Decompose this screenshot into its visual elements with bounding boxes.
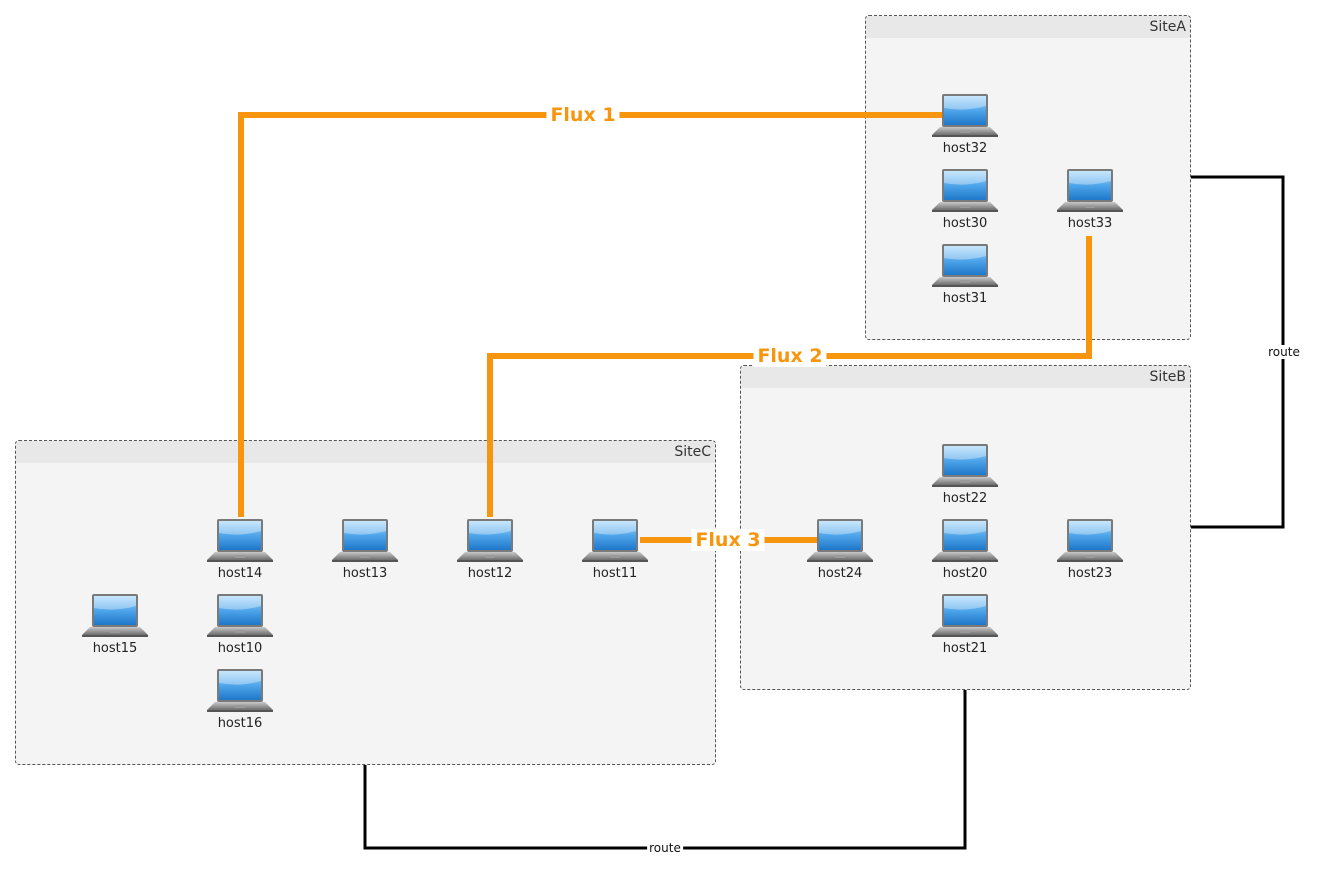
host15[interactable]: host15 [70, 592, 160, 662]
host22[interactable]: host22 [920, 442, 1010, 512]
host10[interactable]: host10 [195, 592, 285, 662]
host12[interactable]: host12 [445, 517, 535, 587]
host-label: host11 [592, 566, 638, 581]
host23[interactable]: host23 [1045, 517, 1135, 587]
host13[interactable]: host13 [320, 517, 410, 587]
host-label: host10 [217, 641, 263, 656]
laptop-icon [445, 517, 535, 563]
route-link-c-b[interactable] [363, 690, 967, 850]
host32[interactable]: host32 [920, 92, 1010, 162]
host-label: host15 [92, 641, 138, 656]
site-c-header [16, 441, 715, 463]
laptop-icon [1045, 167, 1135, 213]
host24[interactable]: host24 [795, 517, 885, 587]
host-label: host32 [942, 141, 988, 156]
laptop-icon [920, 167, 1010, 213]
site-b-header [741, 366, 1190, 388]
site-b-title: SiteB [1149, 369, 1186, 385]
laptop-icon [920, 442, 1010, 488]
host-label: host24 [817, 566, 863, 581]
site-c[interactable]: SiteC [15, 440, 716, 765]
host-label: host14 [217, 566, 263, 581]
route-label-c-b: route [647, 841, 683, 855]
host16[interactable]: host16 [195, 667, 285, 737]
host33[interactable]: host33 [1045, 167, 1135, 237]
laptop-icon [195, 517, 285, 563]
laptop-icon [1045, 517, 1135, 563]
flow-link-1[interactable] [238, 112, 965, 517]
laptop-icon [195, 592, 285, 638]
route-label-a-b: route [1266, 345, 1302, 359]
site-c-title: SiteC [674, 444, 711, 460]
laptop-icon [795, 517, 885, 563]
host30[interactable]: host30 [920, 167, 1010, 237]
host31[interactable]: host31 [920, 242, 1010, 312]
host-label: host33 [1067, 216, 1113, 231]
flow-label-2[interactable]: Flux 2 [753, 345, 827, 367]
site-a-header [866, 16, 1190, 38]
host-label: host20 [942, 566, 988, 581]
host-label: host13 [342, 566, 388, 581]
laptop-icon [195, 667, 285, 713]
host-label: host12 [467, 566, 513, 581]
host21[interactable]: host21 [920, 592, 1010, 662]
host-label: host31 [942, 291, 988, 306]
flow-label-1[interactable]: Flux 1 [546, 104, 620, 126]
host14[interactable]: host14 [195, 517, 285, 587]
host-label: host21 [942, 641, 988, 656]
laptop-icon [570, 517, 660, 563]
site-a-title: SiteA [1149, 19, 1186, 35]
host-label: host16 [217, 716, 263, 731]
host11[interactable]: host11 [570, 517, 660, 587]
laptop-icon [920, 242, 1010, 288]
host20[interactable]: host20 [920, 517, 1010, 587]
flow-label-3[interactable]: Flux 3 [691, 529, 765, 551]
laptop-icon [70, 592, 160, 638]
laptop-icon [920, 592, 1010, 638]
host-label: host22 [942, 491, 988, 506]
laptop-icon [320, 517, 410, 563]
laptop-icon [920, 517, 1010, 563]
host-label: host30 [942, 216, 988, 231]
host-label: host23 [1067, 566, 1113, 581]
laptop-icon [920, 92, 1010, 138]
site-a[interactable]: SiteA [865, 15, 1191, 340]
